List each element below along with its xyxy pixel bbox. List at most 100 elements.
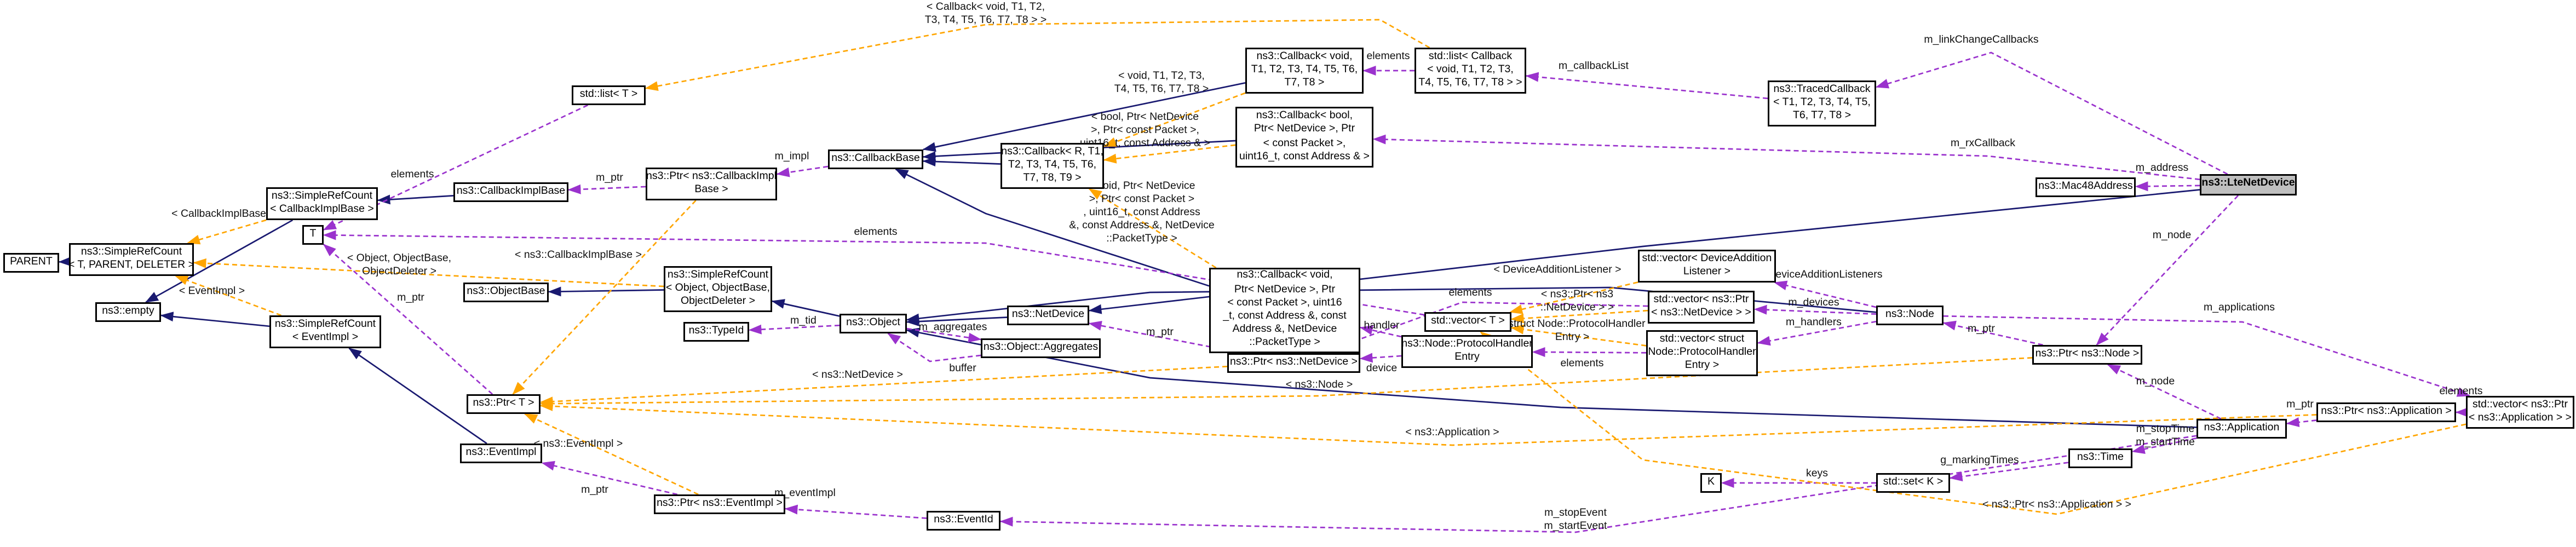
class-node-netdevice[interactable]: ns3::NetDevice [1007,306,1089,325]
class-node-src_tpd[interactable]: ns3::SimpleRefCount < T, PARENT, DELETER… [68,243,194,276]
edge-label-tracedcb-list_cb: m_callbackList [1559,61,1629,72]
edge-template-ptr_ev-ptr_t [524,413,699,496]
class-node-vec_app[interactable]: std::vector< ns3::Ptr < ns3::Application… [2466,396,2574,429]
edge-usage-lte-mac48 [2135,181,2200,192]
class-node-list_t[interactable]: std::list< T > [572,85,646,105]
class-node-ptr_node[interactable]: ns3::Ptr< ns3::Node > [2032,345,2142,365]
edge-label-application-time: m_stopTime m_startTime [2136,424,2195,448]
edge-usage-tracedcb-list_cb [1525,72,1768,100]
class-node-lte[interactable]: ns3::LteNetDevice [2200,174,2297,195]
edge-label-ptr_node-node: m_ptr [1968,324,1995,335]
class-node-vec_phe[interactable]: std::vector< struct Node::ProtocolHandle… [1646,330,1758,376]
edge-template-cb_pkt-cb_r [1088,188,1217,269]
edge-inheritance-cb_void8-cbbase [922,82,1246,152]
class-node-set_k[interactable]: std::set< K > [1876,473,1950,493]
class-node-cb_bool[interactable]: ns3::Callback< bool, Ptr< NetDevice >, P… [1235,107,1373,168]
edge-template-vec_dal-vec_t [1509,281,1638,314]
edge-label-list_cb-list_t: < Callback< void, T1, T2, T3, T4, T5, T6… [924,2,1047,26]
class-node-application[interactable]: ns3::Application [2196,419,2287,439]
class-node-tracedcb[interactable]: ns3::TracedCallback < T1, T2, T3, T4, T5… [1768,80,1876,126]
edge-label-time-set_k: g_markingTimes [1940,455,2019,467]
edge-usage-lte-ptr_node [2096,195,2239,346]
edge-label-vec_app-vec_t: < ns3::Ptr< ns3::Application > > [1982,499,2132,511]
edge-usage-ptr_app-application [2286,417,2317,428]
class-node-cb_pkt[interactable]: ns3::Callback< void, Ptr< NetDevice >, P… [1209,268,1360,353]
edge-template-src_cb-src_tpd [186,219,267,245]
edge-usage-vec_nd-ptr_nd [1320,301,1648,354]
class-node-cbimplbase[interactable]: ns3::CallbackImplBase [453,182,568,202]
class-node-cbbase[interactable]: ns3::CallbackBase [828,149,923,169]
class-node-src_ev[interactable]: ns3::SimpleRefCount < EventImpl > [269,315,381,348]
edge-template-vec_app-vec_t [1480,331,2466,515]
class-node-object[interactable]: ns3::Object [840,314,907,333]
edge-label-node-vec_phe: m_handlers [1786,317,1842,329]
class-node-vec_dal[interactable]: std::vector< DeviceAddition Listener > [1638,250,1776,283]
edge-label-node-vec_app: m_applications [2203,302,2275,314]
edge-template-vec_phe-vec_t [1510,324,1647,347]
edge-template-ptr_app-ptr_t [539,401,2317,446]
edge-label-phe-cb_pkt: handler [1364,320,1400,332]
edge-inheritance-cb_pkt-cbbase [895,168,1210,287]
class-node-src_cb[interactable]: ns3::SimpleRefCount < CallbackImplBase > [266,187,378,220]
edge-inheritance-src_ev-empty [160,312,270,327]
edge-label-object-typeid: m_tid [790,315,817,327]
edge-usage-node-vec_dal [1774,280,1877,308]
edge-label-aggregates-object: buffer [949,363,976,375]
edge-usage-lte-cb_bool [1372,134,2200,181]
edge-template-src_ev-src_tpd [175,275,282,316]
class-node-src_obj[interactable]: ns3::SimpleRefCount < Object, ObjectBase… [664,266,772,312]
edge-label-application-ptr_node: m_node [2136,376,2175,388]
edge-label-node-vec_dal: m_deviceAdditionListeners [1755,269,1883,281]
class-node-ptr_app[interactable]: ns3::Ptr< ns3::Application > [2316,402,2456,422]
edge-label-phe-ptr_nd: device [1366,363,1398,375]
edge-label-node-vec_nd: m_devices [1788,297,1839,309]
edge-label-lte-tracedcb: m_linkChangeCallbacks [1924,34,2039,46]
edge-template-src_obj-src_tpd [193,258,664,287]
edge-inheritance-cbimplbase-src_cb [377,194,454,205]
edge-usage-cbbase-ptr_cbib [776,165,829,177]
edge-usage-application-eventid [999,435,2197,533]
edge-usage-time-set_k [1949,462,2069,482]
edge-label-ptr_t-t_box: m_ptr [397,292,424,304]
class-node-aggregates[interactable]: ns3::Object::Aggregates [981,338,1101,358]
class-node-vec_t[interactable]: std::vector< T > [1424,312,1511,332]
class-node-t_box[interactable]: T [302,225,324,245]
class-node-empty[interactable]: ns3::empty [95,302,161,322]
class-node-typeid[interactable]: ns3::TypeId [683,322,749,342]
class-node-k_box[interactable]: K [1700,473,1722,493]
class-node-ptr_t[interactable]: ns3::Ptr< T > [467,394,540,414]
edge-label-lte-mac48: m_address [2135,163,2189,174]
edge-usage-eventid-ptr_ev [784,504,927,519]
edge-usage-lte-tracedcb [1875,51,2228,175]
class-node-eventimpl[interactable]: ns3::EventImpl [460,444,542,463]
class-node-objectbase[interactable]: ns3::ObjectBase [463,283,549,302]
class-node-ptr_ev[interactable]: ns3::Ptr< ns3::EventImpl > [654,494,785,514]
edge-usage-object-typeid [748,324,840,335]
edge-label-vec_dal-vec_t: < DeviceAdditionListener > [1493,264,1622,276]
edge-label-eventid-ptr_ev: m_eventImpl [774,488,836,499]
class-node-eventid[interactable]: ns3::EventId [927,511,1001,531]
edge-template-vec_nd-vec_t [1510,309,1648,324]
class-node-vec_nd[interactable]: std::vector< ns3::Ptr < ns3::NetDevice >… [1648,291,1755,324]
class-node-node[interactable]: ns3::Node [1876,306,1944,325]
edge-inheritance-src_cb-empty [145,219,294,303]
class-node-parent[interactable]: PARENT [3,253,59,273]
edge-label-object-aggregates: m_aggregates [918,322,987,333]
class-node-time[interactable]: ns3::Time [2068,448,2132,468]
class-node-phe[interactable]: ns3::Node::ProtocolHandler Entry [1401,335,1533,368]
edge-usage-ptr_node-node [1942,320,2043,346]
class-node-ptr_cbib[interactable]: ns3::Ptr< ns3::CallbackImpl Base > [646,168,777,200]
class-node-cb_void8[interactable]: ns3::Callback< void, T1, T2, T3, T4, T5,… [1245,48,1364,94]
edge-label-vec_t-t_box: elements [854,227,898,238]
edge-label-list_t-t_box: elements [390,169,434,181]
class-node-cb_r[interactable]: ns3::Callback< R, T1, T2, T3, T4, T5, T6… [1001,143,1104,189]
class-node-ptr_nd[interactable]: ns3::Ptr< ns3::NetDevice > [1227,353,1360,373]
edge-label-ptr_nd-netdevice: m_ptr [1146,327,1174,338]
class-node-list_cb[interactable]: std::list< Callback < void, T1, T2, T3, … [1415,48,1526,94]
edge-label-lte-ptr_node: m_node [2152,230,2192,241]
edge-label-ptr_nd-ptr_t: < ns3::NetDevice > [812,370,903,381]
class-node-mac48[interactable]: ns3::Mac48Address [2036,177,2136,197]
edge-inheritance-src_obj-objectbase [548,286,664,297]
edge-usage-ptr_cbib-cbimplbase [567,184,646,194]
